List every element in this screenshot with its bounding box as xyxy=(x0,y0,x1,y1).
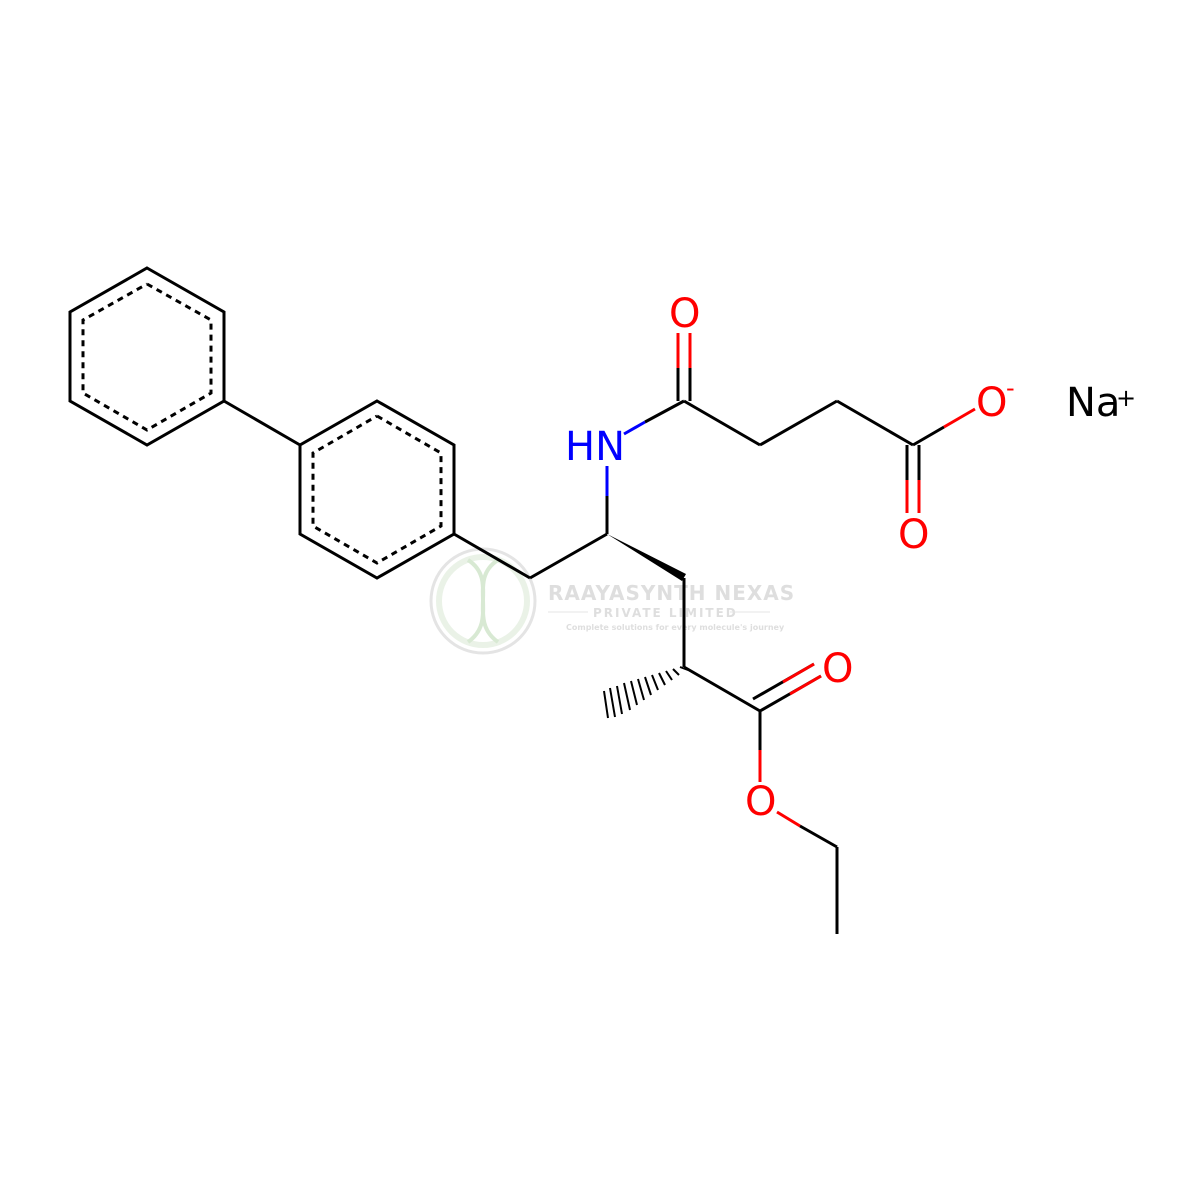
phenyl-ring-terminal xyxy=(68,266,226,447)
phenyl-ring-aromatic xyxy=(81,282,213,432)
dna-helix-icon xyxy=(466,558,500,644)
wedge-bond xyxy=(607,534,686,581)
watermark-title: RAAYASYNTH NEXAS xyxy=(548,581,795,605)
chain-bond-2 xyxy=(759,399,838,447)
sodium-label: Na xyxy=(1066,380,1120,426)
nh-label: HN xyxy=(565,424,625,470)
ester-carbonyl-o-label: O xyxy=(822,646,853,692)
ester-carbonyl-bond-red-2 xyxy=(782,662,815,684)
ester-carbonyl-bond-red xyxy=(789,674,822,696)
benzyl-bond xyxy=(453,532,531,580)
chme-ester-c-bond xyxy=(683,665,761,713)
n-c-bond xyxy=(644,399,685,424)
carboxylate-charge-label: - xyxy=(1006,374,1015,402)
chain-bond-3 xyxy=(836,399,914,447)
carboxylate-c-o-bond xyxy=(912,425,945,447)
n-c-bond-blue xyxy=(623,420,646,436)
carboxylate-c-o-bond-red xyxy=(943,407,976,429)
amide-o-label: O xyxy=(669,291,700,337)
phenyl-ring-central xyxy=(298,399,456,580)
watermark: RAAYASYNTH NEXAS PRIVATE LIMITED Complet… xyxy=(429,547,795,655)
ester-o-ch2-bond-red xyxy=(776,810,801,828)
phenyl-ring-outline xyxy=(68,266,226,447)
ester-o-ch2-bond xyxy=(799,824,838,849)
carboxylate-o-label: O xyxy=(898,512,929,558)
central-ring-aromatic xyxy=(311,414,443,565)
carboxylate-o-minus-label: O xyxy=(976,380,1007,426)
central-ring-outline xyxy=(298,399,456,580)
chain-bond-1 xyxy=(683,399,761,447)
sodium-charge-label: + xyxy=(1116,384,1136,412)
biaryl-bond xyxy=(223,399,301,447)
ch2-ch-bond xyxy=(529,532,608,580)
watermark-logo xyxy=(429,547,537,655)
watermark-subtitle: PRIVATE LIMITED xyxy=(593,606,738,620)
ester-o-label: O xyxy=(745,779,776,825)
watermark-tagline: Complete solutions for every molecule's … xyxy=(566,623,785,632)
watermark-logo-inner xyxy=(436,554,530,648)
hashed-methyl-bond xyxy=(603,666,689,719)
